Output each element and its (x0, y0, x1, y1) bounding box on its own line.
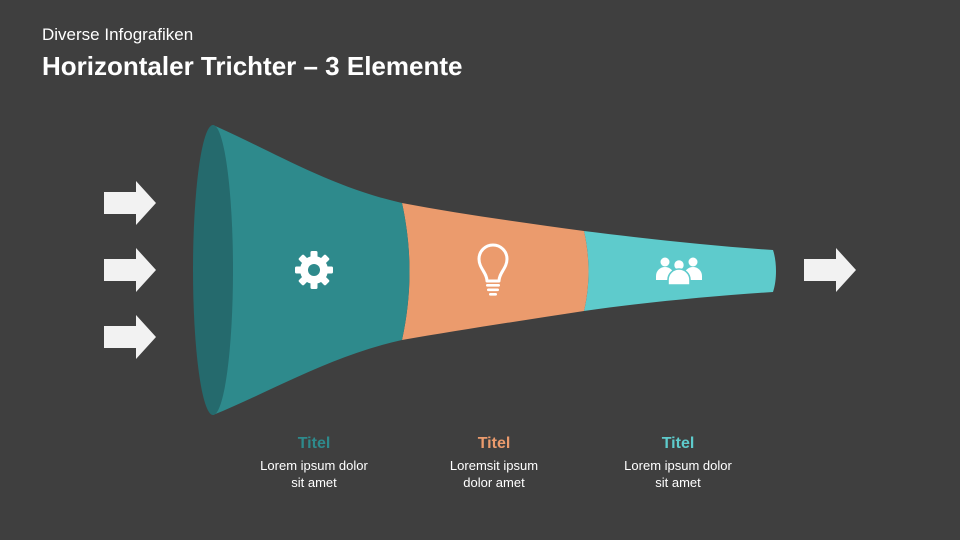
input-arrow-icon (104, 181, 156, 225)
caption-title: Titel (477, 435, 511, 452)
output-arrow-icon (804, 248, 856, 292)
input-arrow-icon (104, 248, 156, 292)
funnel-segment-2 (402, 203, 589, 340)
input-arrow-icon (104, 315, 156, 359)
caption-segment-1: Titel Lorem ipsum dolor sit amet (224, 434, 404, 491)
caption-segment-3: Titel Lorem ipsum dolor sit amet (588, 434, 768, 491)
caption-segment-2: Titel Loremsit ipsum dolor amet (404, 434, 584, 491)
slide-subtitle: Diverse Infografiken (42, 25, 194, 44)
slide-title: Horizontaler Trichter – 3 Elemente (42, 51, 463, 81)
caption-title: Titel (661, 435, 695, 452)
caption-text: Lorem ipsum dolor sit amet (260, 458, 368, 490)
caption-text: Lorem ipsum dolor sit amet (624, 458, 732, 490)
lightbulb-icon (477, 243, 509, 296)
gear-icon (295, 251, 333, 289)
caption-title: Titel (297, 435, 331, 452)
people-group-icon (656, 257, 702, 286)
funnel-rim (193, 125, 233, 415)
caption-text: Loremsit ipsum dolor amet (449, 458, 539, 490)
